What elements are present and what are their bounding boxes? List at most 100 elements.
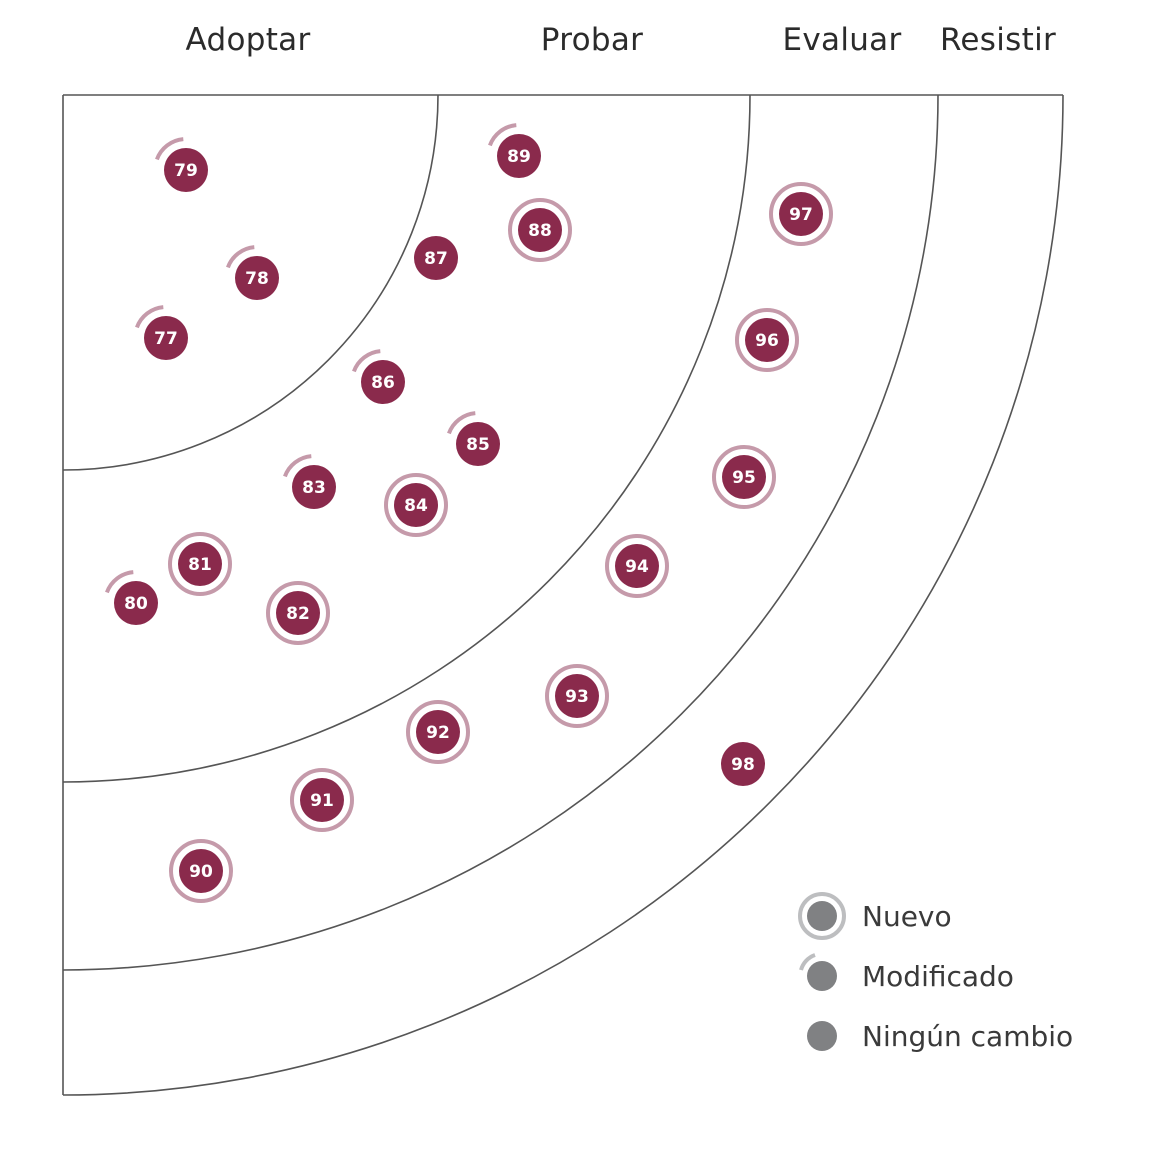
blip-dot xyxy=(518,208,562,252)
blip-dot xyxy=(416,710,460,754)
blip-moved-arc xyxy=(488,123,517,147)
blip-moved-arc xyxy=(135,305,164,329)
blip-new-halo xyxy=(545,664,609,728)
legend-moved-arc xyxy=(799,953,816,971)
ring-title-evaluar: Evaluar xyxy=(782,22,902,58)
ring-title-resistir: Resistir xyxy=(939,22,1057,58)
arc-probar xyxy=(62,94,751,783)
blip-90[interactable]: 90 xyxy=(169,839,233,903)
blip-number: 80 xyxy=(124,594,148,614)
blip-new-halo xyxy=(290,768,354,832)
blip-number: 97 xyxy=(789,205,813,225)
blip-new-halo xyxy=(406,700,470,764)
blip-dot xyxy=(721,742,765,786)
blip-95[interactable]: 95 xyxy=(712,445,776,509)
blip-81[interactable]: 81 xyxy=(168,532,232,596)
blip-92[interactable]: 92 xyxy=(406,700,470,764)
blip-dot xyxy=(276,591,320,635)
blip-new-halo xyxy=(508,198,572,262)
blip-number: 89 xyxy=(507,147,531,167)
blip-number: 93 xyxy=(565,687,589,707)
blip-dot xyxy=(745,318,789,362)
blip-number: 95 xyxy=(732,468,756,488)
blip-number: 83 xyxy=(302,478,326,498)
blip-83[interactable]: 83 xyxy=(283,454,336,509)
blip-dot xyxy=(615,544,659,588)
blip-moved-arc xyxy=(155,137,184,161)
blip-moved-arc xyxy=(105,570,134,594)
blip-dot xyxy=(178,542,222,586)
blip-78[interactable]: 78 xyxy=(226,245,279,300)
ring-title-probar: Probar xyxy=(540,22,644,58)
blip-88[interactable]: 88 xyxy=(508,198,572,262)
blip-dot xyxy=(779,192,823,236)
blip-dot xyxy=(414,236,458,280)
blip-80[interactable]: 80 xyxy=(105,570,158,625)
blip-96[interactable]: 96 xyxy=(735,308,799,372)
blips-layer: 77 78 79 80 81 82 83 84 85 86 87 88 89 90 91 92 93 94 95 96… xyxy=(105,123,833,903)
blip-94[interactable]: 94 xyxy=(605,534,669,598)
arc-evaluar xyxy=(62,94,939,971)
blip-number: 88 xyxy=(528,221,552,241)
blip-85[interactable]: 85 xyxy=(447,411,500,466)
blip-number: 90 xyxy=(189,862,213,882)
blip-86[interactable]: 86 xyxy=(352,349,405,404)
blip-new-halo xyxy=(169,839,233,903)
blip-82[interactable]: 82 xyxy=(266,581,330,645)
blip-moved-arc xyxy=(226,245,255,269)
legend-new-dot xyxy=(807,901,837,931)
blip-84[interactable]: 84 xyxy=(384,473,448,537)
blip-dot xyxy=(497,134,541,178)
blip-number: 86 xyxy=(371,373,395,393)
legend-none-dot xyxy=(807,1021,837,1051)
blip-93[interactable]: 93 xyxy=(545,664,609,728)
blip-dot xyxy=(292,465,336,509)
blip-dot xyxy=(164,148,208,192)
blip-number: 98 xyxy=(731,755,755,775)
blip-new-halo xyxy=(384,473,448,537)
blip-dot xyxy=(144,316,188,360)
blip-moved-arc xyxy=(447,411,476,435)
blip-dot xyxy=(722,455,766,499)
blip-moved-arc xyxy=(283,454,312,478)
blip-dot xyxy=(114,581,158,625)
blip-new-halo xyxy=(266,581,330,645)
legend-item-none: Ningún cambio xyxy=(807,1020,1073,1053)
blip-moved-arc xyxy=(352,349,381,373)
ring-title-adoptar: Adoptar xyxy=(185,22,311,58)
blip-new-halo xyxy=(168,532,232,596)
blip-new-halo xyxy=(605,534,669,598)
legend-label-none: Ningún cambio xyxy=(862,1020,1073,1053)
blip-number: 84 xyxy=(404,496,428,516)
blip-number: 94 xyxy=(625,557,649,577)
arc-resistir xyxy=(62,94,1064,1096)
blip-dot xyxy=(394,483,438,527)
radar-frame xyxy=(62,94,1064,1096)
blip-dot xyxy=(361,360,405,404)
blip-number: 87 xyxy=(424,249,448,269)
blip-number: 91 xyxy=(310,791,334,811)
blip-87[interactable]: 87 xyxy=(414,236,458,280)
blip-91[interactable]: 91 xyxy=(290,768,354,832)
blip-dot xyxy=(555,674,599,718)
blip-98[interactable]: 98 xyxy=(721,742,765,786)
legend-label-new: Nuevo xyxy=(862,900,952,933)
blip-97[interactable]: 97 xyxy=(769,182,833,246)
blip-number: 82 xyxy=(286,604,310,624)
blip-number: 85 xyxy=(466,435,490,455)
blip-new-halo xyxy=(735,308,799,372)
blip-dot xyxy=(456,422,500,466)
blip-new-halo xyxy=(769,182,833,246)
legend: Nuevo Modificado Ningún cambio xyxy=(798,892,1073,1053)
blip-77[interactable]: 77 xyxy=(135,305,188,360)
blip-79[interactable]: 79 xyxy=(155,137,208,192)
blip-number: 79 xyxy=(174,161,198,181)
legend-item-moved: Modificado xyxy=(799,953,1014,993)
arc-adoptar xyxy=(62,94,439,471)
blip-number: 81 xyxy=(188,555,212,575)
blip-number: 78 xyxy=(245,269,269,289)
legend-label-moved: Modificado xyxy=(862,960,1014,993)
blip-89[interactable]: 89 xyxy=(488,123,541,178)
blip-dot xyxy=(179,849,223,893)
